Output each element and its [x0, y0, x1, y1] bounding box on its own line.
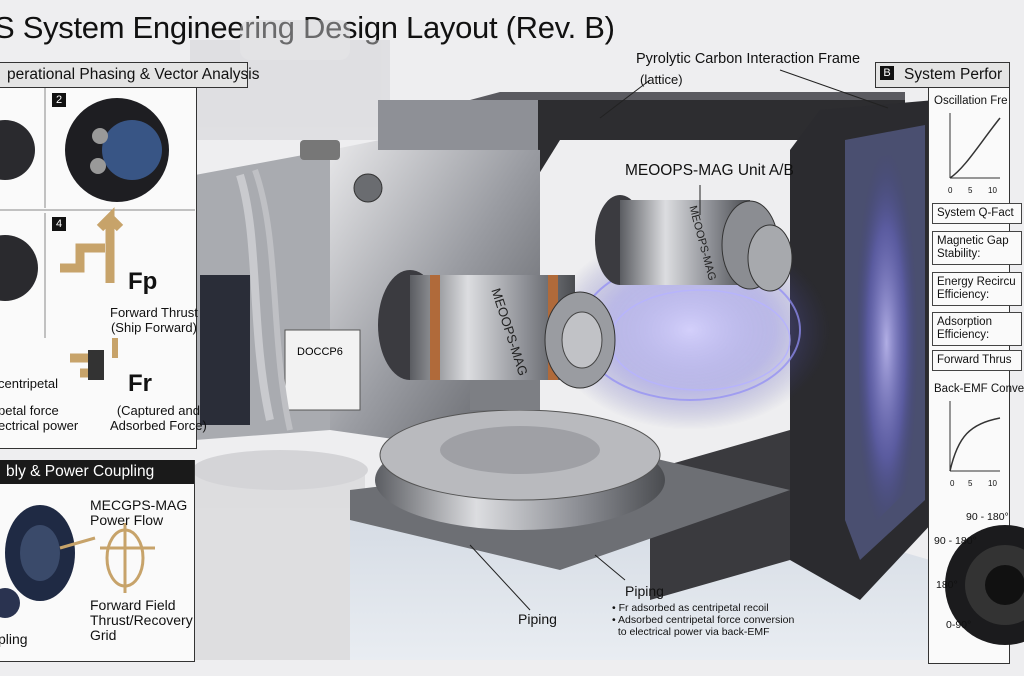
phase-dial	[945, 525, 1024, 645]
bemf-x-tick-1: 5	[968, 479, 973, 488]
dial-label-left: 90 - 180°	[934, 535, 977, 547]
metric-gap-stability: Magnetic Gap Stability:	[932, 231, 1022, 265]
phasing-panel-header: perational Phasing & Vector Analysis	[0, 62, 259, 88]
platform-base	[350, 409, 790, 570]
fp-caption: Forward Thrust (Ship Forward)	[110, 305, 198, 335]
osc-curve	[949, 117, 1001, 179]
power-flow-label: MECGPS-MAG Power Flow	[90, 497, 188, 528]
fp-up-arrow	[96, 207, 124, 283]
osc-x-tick-2: 10	[988, 186, 997, 195]
left-power-text: petal force ectrical power	[0, 403, 79, 433]
field-grid-label: Forward Field Thrust/Recovery Grid	[90, 597, 193, 643]
bemf-x-tick-2: 10	[988, 479, 997, 488]
phasing-diagrams	[0, 88, 195, 380]
bemf-chart	[949, 401, 1001, 472]
osc-chart	[949, 113, 1001, 179]
piping-note-2: • Adsorbed centripetal force conversion …	[612, 614, 795, 638]
phase-1-disc	[0, 120, 35, 180]
coupling-panel-header: bly & Power Coupling	[0, 460, 194, 484]
mag-unit-b: MEOOPS-MAG	[595, 195, 793, 292]
metric-forward-thrust: Forward Thrus	[932, 350, 1022, 371]
dial-label-0-90: 0-90°	[946, 619, 972, 631]
background-station	[190, 20, 390, 660]
left-centripetal-text: centripetal	[0, 376, 58, 391]
bemf-x-tick-0: 0	[950, 479, 955, 488]
piping-label-left: Piping	[518, 611, 557, 627]
fp-label: Fp	[128, 268, 158, 295]
dial-label-180: 180°	[936, 579, 958, 591]
frame-leader	[599, 79, 651, 119]
info-plaque	[284, 329, 361, 411]
bemf-chart-title: Back-EMF Conve	[934, 383, 1024, 395]
metric-q-factor: System Q-Fact	[932, 203, 1022, 224]
bemf-curve	[949, 417, 1001, 472]
phase-3-disc	[0, 235, 38, 301]
dial-label-top: 90 - 180°	[966, 511, 1009, 523]
osc-x-tick-1: 5	[968, 186, 973, 195]
control-screen	[200, 275, 250, 425]
piping-leader-left	[469, 544, 531, 611]
metric-recirc-efficiency: Energy Recircu Efficiency:	[932, 272, 1022, 306]
performance-num: B	[880, 66, 894, 80]
osc-x-tick-0: 0	[948, 186, 953, 195]
piping-label-right: Piping	[625, 583, 664, 599]
main-illustration: DOCCP6 MEOOPS-MAG MEOOPS-MAG	[190, 20, 935, 660]
plaque-title: DOCCP6	[297, 346, 343, 358]
unit-label: MEOOPS-MAG Unit A/B	[625, 162, 794, 179]
power-flow-arrow	[59, 536, 96, 550]
frame-leader-2	[779, 69, 889, 109]
fr-caption: (Captured and Adsorbed Force)	[110, 403, 207, 433]
coupling-label: pling	[0, 631, 28, 647]
piping-leader-right	[594, 554, 626, 581]
frame-label: Pyrolytic Carbon Interaction Frame	[636, 51, 861, 67]
mag-unit-a: MEOOPS-MAG	[378, 270, 616, 410]
frame-sublabel: (lattice)	[640, 72, 683, 87]
page-title: S System Engineering Design Layout (Rev.…	[0, 10, 615, 45]
osc-chart-title: Oscillation Fre	[934, 95, 1008, 107]
fr-label: Fr	[128, 370, 152, 397]
phase-num-2: 2	[52, 93, 66, 107]
coupling-diagram	[0, 505, 155, 618]
piping-note-1: • Fr adsorbed as centripetal recoil	[612, 602, 769, 614]
metric-adsorption-efficiency: Adsorption Efficiency:	[932, 312, 1022, 346]
phase-num-4: 4	[52, 217, 66, 231]
performance-panel-header: System Perfor	[875, 62, 1010, 88]
fp-left-arrow	[60, 243, 105, 273]
